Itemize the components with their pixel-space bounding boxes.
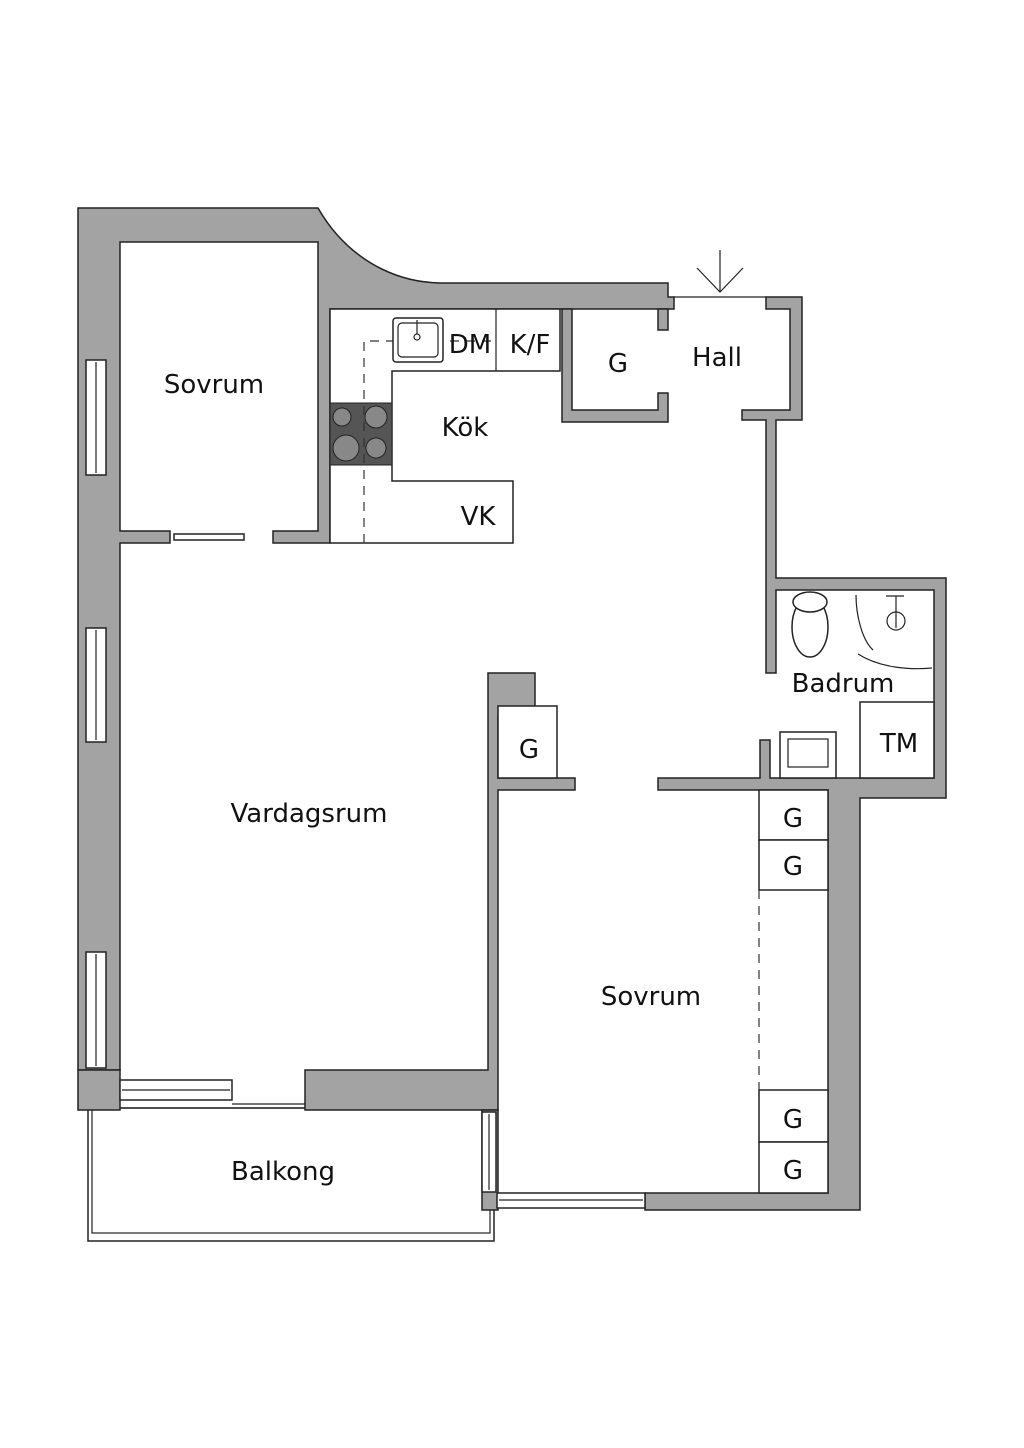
bathroom-fixtures: [779, 591, 935, 779]
fixture-label-tm: TM: [879, 729, 918, 759]
room-label-badrum: Badrum: [792, 669, 895, 699]
wardrobes-bedroom: [758, 789, 829, 1194]
room-label-vardagsrum: Vardagsrum: [231, 799, 388, 829]
closet-middle: [497, 705, 558, 779]
fixture-label-vk: VK: [461, 502, 497, 532]
windows: [85, 359, 646, 1209]
kitchen-counters: [329, 308, 561, 544]
sliding-door: [173, 533, 245, 541]
fixture-label-dm: DM: [449, 330, 491, 360]
wardrobe-label: G: [783, 1156, 803, 1186]
room-label-sovrum-1: Sovrum: [164, 370, 264, 400]
balcony-outline: [87, 1107, 495, 1242]
closet-label-middle: G: [519, 735, 539, 765]
wardrobe-label: G: [783, 804, 803, 834]
room-label-kok: Kök: [442, 413, 489, 443]
room-label-balkong: Balkong: [231, 1157, 335, 1187]
fixture-label-kf: K/F: [510, 330, 551, 360]
room-label-sovrum-2: Sovrum: [601, 982, 701, 1012]
room-label-hall: Hall: [692, 343, 742, 373]
closet-label-hall: G: [608, 349, 628, 379]
washbasin-icon: [779, 731, 837, 779]
wardrobe-label: G: [783, 852, 803, 882]
wardrobe-label: G: [783, 1105, 803, 1135]
entrance-arrow-icon: [696, 250, 744, 293]
